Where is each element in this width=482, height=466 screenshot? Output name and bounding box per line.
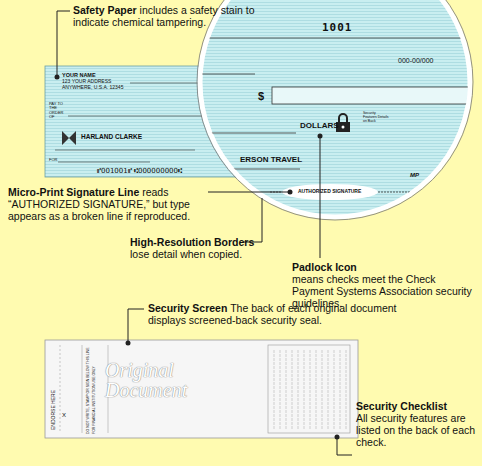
leader-lines	[57, 11, 352, 455]
callout-title: Micro-Print Signature Line	[8, 186, 139, 198]
callout: Micro-Print Signature Line reads “AUTHOR…	[8, 186, 213, 222]
check-text: ANYWHERE, U.S.A. 12345	[62, 85, 123, 91]
check-text: X	[62, 412, 66, 419]
check-text: DOLLARS	[300, 122, 339, 131]
check-text: MP	[410, 172, 419, 179]
callout: Safety Paper includes a safety stain to …	[73, 4, 258, 28]
check-text: ENDORSE HERE	[51, 390, 57, 430]
check-text: YOUR NAME	[62, 72, 96, 78]
magnifier	[197, 0, 482, 220]
callout: Padlock Icon means checks meet the Check…	[292, 261, 477, 309]
callout-title: Safety Paper	[73, 4, 137, 16]
callout: Security Checklist All security features…	[356, 400, 481, 448]
leader-dots	[55, 75, 340, 440]
check-text: ⑈001001⑈ ⑆000000000⑆	[97, 168, 182, 176]
check-text: FOR FINANCIAL INSTITUTION USE ONLY	[93, 366, 97, 434]
check-text: HARLAND CLARKE	[81, 133, 142, 140]
check-text: PAY TO THE ORDER OF	[49, 102, 69, 120]
callout-title: Security Checklist	[356, 400, 481, 412]
check-text: ERSON TRAVEL	[240, 156, 302, 165]
callout: High-Resolution Borders lose detail when…	[130, 236, 255, 260]
check-back-box: ENDORSE HERE X DO NOT WRITE, STAMP OR SIGN…	[45, 340, 358, 438]
check-text: 1001	[322, 22, 353, 34]
callout-text: lose detail when copied.	[130, 248, 242, 260]
check-text: AUTHORIZED SIGNATURE	[298, 189, 361, 195]
callout-title: High-Resolution Borders	[130, 236, 254, 248]
check-text: FOR	[49, 158, 57, 162]
callout: Security Screen The back of each origina…	[148, 302, 420, 326]
check-back	[45, 340, 358, 438]
callout-title: Security Screen	[148, 302, 227, 314]
check-text: DO NOT WRITE, STAMP OR SIGN BELOW THIS L…	[87, 348, 91, 434]
check-text: 123 YOUR ADDRESS	[62, 79, 111, 85]
check-text: 000-00/000	[398, 57, 433, 65]
watermark: Original Document	[105, 360, 225, 400]
check-text: $	[258, 90, 264, 102]
callout-title: Padlock Icon	[292, 261, 477, 273]
check-text: Security Features Details on Back	[363, 112, 389, 124]
callout-text: All security features are listed on the …	[356, 412, 475, 448]
